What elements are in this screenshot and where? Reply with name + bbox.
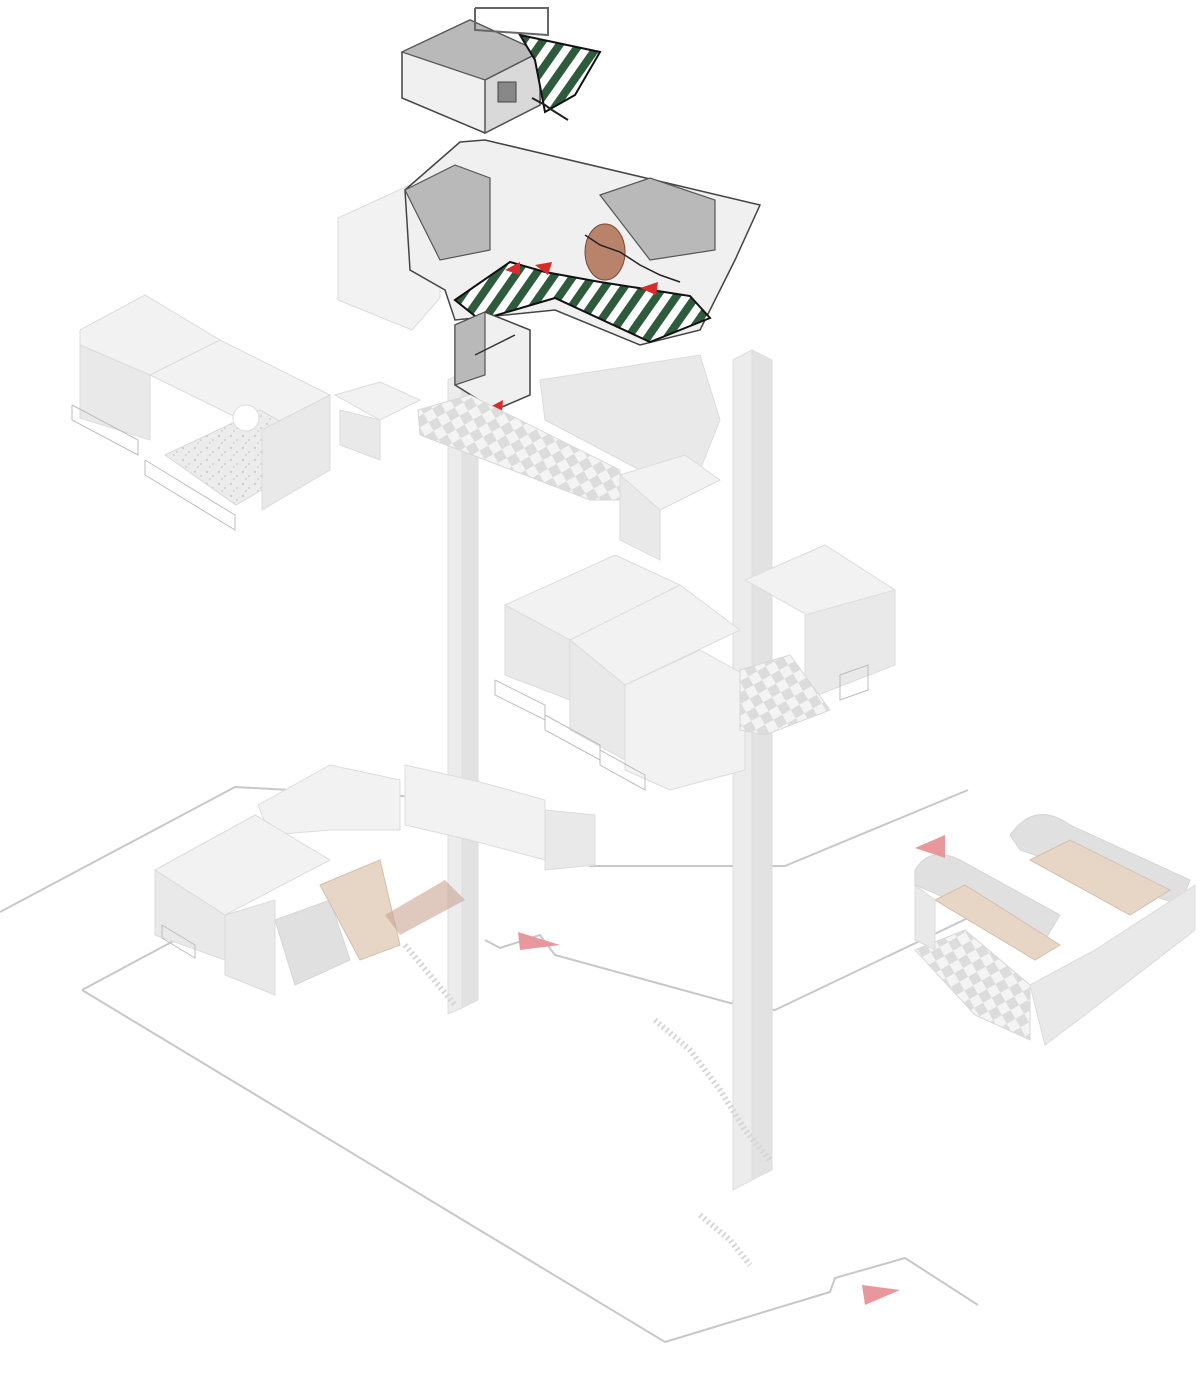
entry-arrow-marker [535, 262, 552, 275]
entry-arrow-marker [640, 282, 658, 295]
entry-arrow-marker [915, 835, 945, 858]
connecting-bridge [333, 354, 721, 501]
stair-flight-lower [402, 943, 773, 1267]
striped-terrace [517, 33, 602, 114]
site-outline-ground [0, 786, 1011, 1343]
lamp-globe [232, 404, 260, 432]
ghost-house-middle [494, 454, 897, 791]
ghost-house-lower [154, 764, 596, 996]
wooden-floor [385, 880, 465, 935]
balcony-railing [161, 924, 196, 959]
window-opening [497, 81, 517, 103]
stair-railing [584, 234, 681, 283]
upper-floor-highlighted [337, 139, 762, 346]
entry-arrow-marker [862, 1285, 900, 1305]
roof-pavilion [400, 7, 602, 135]
balcony-railing [599, 749, 646, 791]
entry-arrow-marker [505, 262, 520, 275]
roof-railing [474, 7, 549, 37]
balcony-railing [144, 459, 236, 531]
vertical-shaft-left [447, 371, 479, 1015]
vaulted-building-right [914, 814, 1196, 1046]
stair-flight-top [531, 97, 569, 121]
ghost-house-left [71, 294, 332, 531]
stone-arch-wall [319, 859, 401, 961]
stair-core-cut [454, 311, 531, 412]
arched-wooden-door [584, 223, 626, 281]
balcony-railing [71, 404, 139, 456]
entry-arrow-marker [518, 932, 560, 950]
balcony-railing [839, 664, 869, 701]
